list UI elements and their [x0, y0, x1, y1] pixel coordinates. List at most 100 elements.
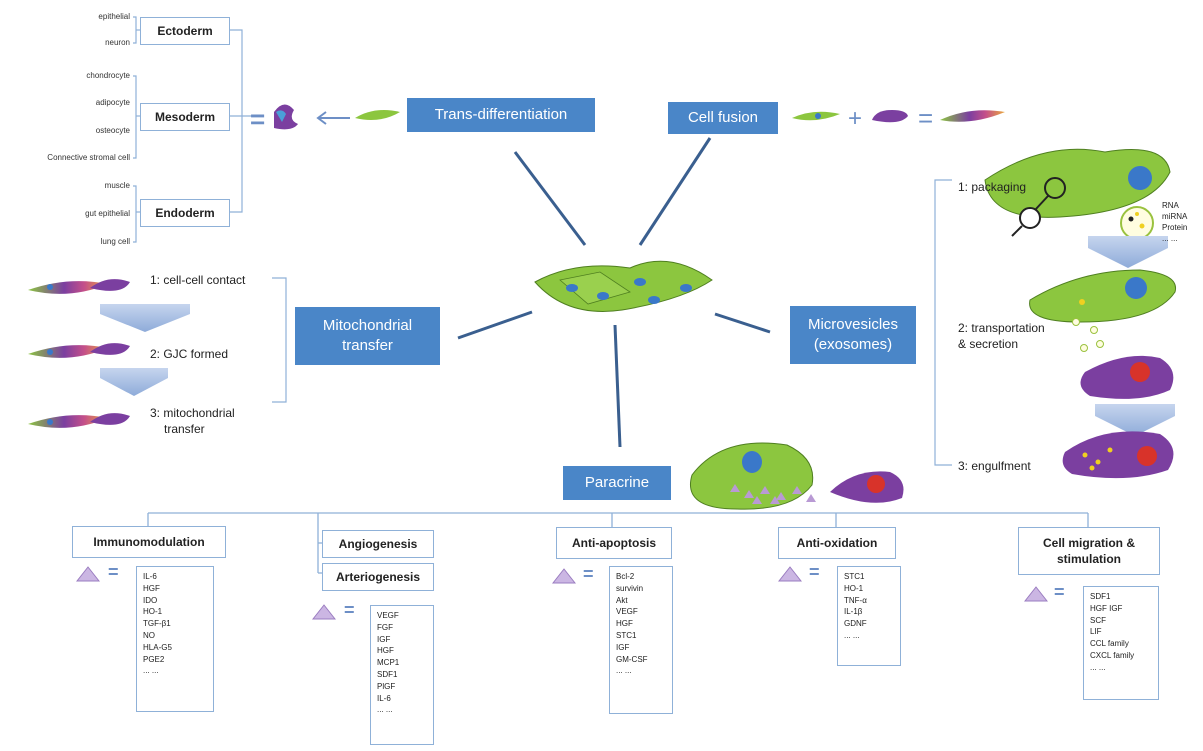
cell-type-neuron: neuron [105, 38, 130, 47]
equals-sign: = [108, 562, 119, 582]
factor-item: IGF [377, 634, 391, 644]
factor-triangle-icon [312, 604, 336, 620]
factor-item: Akt [616, 595, 628, 605]
factor-item: IL-1β [844, 607, 863, 617]
factor-item: ... ... [1090, 662, 1106, 672]
category-cell-migration-label-2: stimulation [1056, 552, 1121, 566]
microvesicles-box: Microvesicles (exosomes) [790, 306, 916, 364]
factor-item: IGF [616, 642, 630, 652]
svg-text:=: = [250, 104, 265, 134]
category-cell-migration-label-1: Cell migration & [1042, 536, 1135, 550]
paracrine-box: Paracrine [563, 466, 671, 500]
factor-item: PGE2 [143, 654, 165, 664]
factor-item: HGF [143, 583, 160, 593]
factor-item: HGF [616, 619, 633, 629]
vesicle-step-1: 1: packaging [958, 180, 1027, 194]
germ-bracket [133, 16, 258, 243]
cell-type-adipocyte: adipocyte [95, 98, 130, 107]
fusion-cells: + = [792, 103, 1005, 133]
factor-item: NO [143, 630, 155, 640]
center-cell-cluster [534, 260, 713, 312]
svg-text:+: + [848, 105, 862, 132]
factor-item: HLA-G5 [143, 642, 172, 652]
factor-item: survivin [616, 583, 644, 593]
factor-item: ... ... [143, 666, 159, 676]
endoderm-box: Endoderm [140, 199, 230, 227]
vesicle-step-2: 2: transportation [958, 321, 1045, 335]
transdiff-cells: = [250, 104, 400, 134]
cell-type-connective-stromal: Connective stromal cell [47, 153, 130, 162]
microvesicles-label-line1: Microvesicles [807, 316, 898, 333]
cell-type-osteocyte: osteocyte [95, 126, 130, 135]
factor-item: SCF [1090, 615, 1106, 625]
trans-differentiation-label: Trans-differentiation [434, 106, 568, 123]
equals-sign: = [344, 600, 355, 620]
category-anti-apoptosis: Anti-apoptosis [556, 527, 672, 559]
factor-item: SDF1 [377, 669, 398, 679]
cell-type-lung-cell: lung cell [100, 237, 130, 246]
category-cell-migration: Cell migration & stimulation [1018, 527, 1160, 575]
cargo-mirna: miRNA [1162, 212, 1188, 221]
trans-differentiation-box: Trans-differentiation [407, 98, 595, 132]
equals-sign: = [583, 564, 594, 584]
factor-item: PlGF [377, 681, 396, 691]
category-angiogenesis-label: Angiogenesis [338, 537, 418, 551]
ectoderm-box: Ectoderm [140, 17, 230, 45]
factor-triangle-icon [76, 566, 100, 582]
mito-step-3-cont: transfer [164, 422, 205, 436]
mito-step-2: 2: GJC formed [150, 347, 229, 361]
factor-item: ... ... [844, 630, 860, 640]
immunomodulation-factor-list: IL-6 HGF IDO HO-1 TGF-β1 NO HLA-G5 PGE2 … [136, 566, 214, 712]
factor-item: SDF1 [1090, 592, 1111, 601]
factor-triangle-icon [1024, 586, 1048, 602]
equals-sign: = [809, 562, 820, 582]
angiogenesis-factor-list: VEGF FGF IGF HGF MCP1 SDF1 PlGF IL-6 ...… [370, 605, 434, 745]
factor-item: VEGF [616, 607, 638, 617]
factor-triangle-icon [552, 568, 576, 584]
vesicle-step-3: 3: engulfment [958, 459, 1031, 473]
factor-item: GM-CSF [616, 654, 648, 664]
mito-step-1: 1: cell-cell contact [150, 273, 246, 287]
cargo-protein: Protein [1162, 223, 1188, 232]
category-anti-oxidation-label: Anti-oxidation [796, 536, 878, 550]
cell-fusion-label: Cell fusion [687, 109, 759, 126]
factor-item: HO-1 [143, 607, 163, 617]
factor-item: CCL family [1090, 639, 1129, 649]
category-anti-oxidation: Anti-oxidation [778, 527, 896, 559]
factor-item: IL-6 [377, 693, 391, 703]
factor-item: HO-1 [844, 583, 864, 593]
factor-item: CXCL family [1090, 650, 1135, 660]
cell-migration-factor-list: SDF1 HGF IGF SCF LIF CCL family CXCL fam… [1083, 586, 1159, 700]
category-arteriogenesis: Arteriogenesis [322, 563, 434, 591]
mito-graphics [28, 277, 287, 428]
cell-type-epithelial: epithelial [98, 12, 130, 21]
endoderm-label: Endoderm [155, 206, 215, 220]
anti-oxidation-factor-list: STC1 HO-1 TNF-α IL-1β GDNF ... ... [837, 566, 901, 666]
factor-item: Bcl-2 [616, 572, 635, 581]
factor-item: IDO [143, 595, 158, 605]
factor-item: TNF-α [844, 595, 867, 605]
ectoderm-label: Ectoderm [157, 24, 213, 38]
mitochondrial-label-line2: transfer [342, 337, 393, 354]
connector-lines [457, 137, 771, 448]
mitochondrial-transfer-box: Mitochondrial transfer [295, 307, 440, 365]
factor-item: STC1 [616, 630, 637, 640]
factor-item: FGF [377, 622, 393, 632]
category-anti-apoptosis-label: Anti-apoptosis [572, 536, 656, 550]
cell-type-chondrocyte: chondrocyte [86, 71, 130, 80]
category-arteriogenesis-label: Arteriogenesis [335, 570, 421, 584]
factor-item: HGF IGF [1090, 603, 1123, 613]
category-immunomodulation: Immunomodulation [72, 526, 226, 558]
factor-item: MCP1 [377, 658, 400, 668]
cargo-more: ... ... [1162, 234, 1178, 243]
factor-triangle-icon [778, 566, 802, 582]
paracrine-label: Paracrine [584, 474, 650, 491]
factor-item: HGF [377, 646, 394, 656]
category-immunomodulation-label: Immunomodulation [93, 535, 205, 549]
factor-item: STC1 [844, 572, 865, 581]
factor-item: GDNF [844, 619, 867, 629]
mesoderm-label: Mesoderm [154, 110, 216, 124]
mito-step-3: 3: mitochondrial [150, 406, 235, 420]
factor-item: ... ... [616, 666, 632, 676]
